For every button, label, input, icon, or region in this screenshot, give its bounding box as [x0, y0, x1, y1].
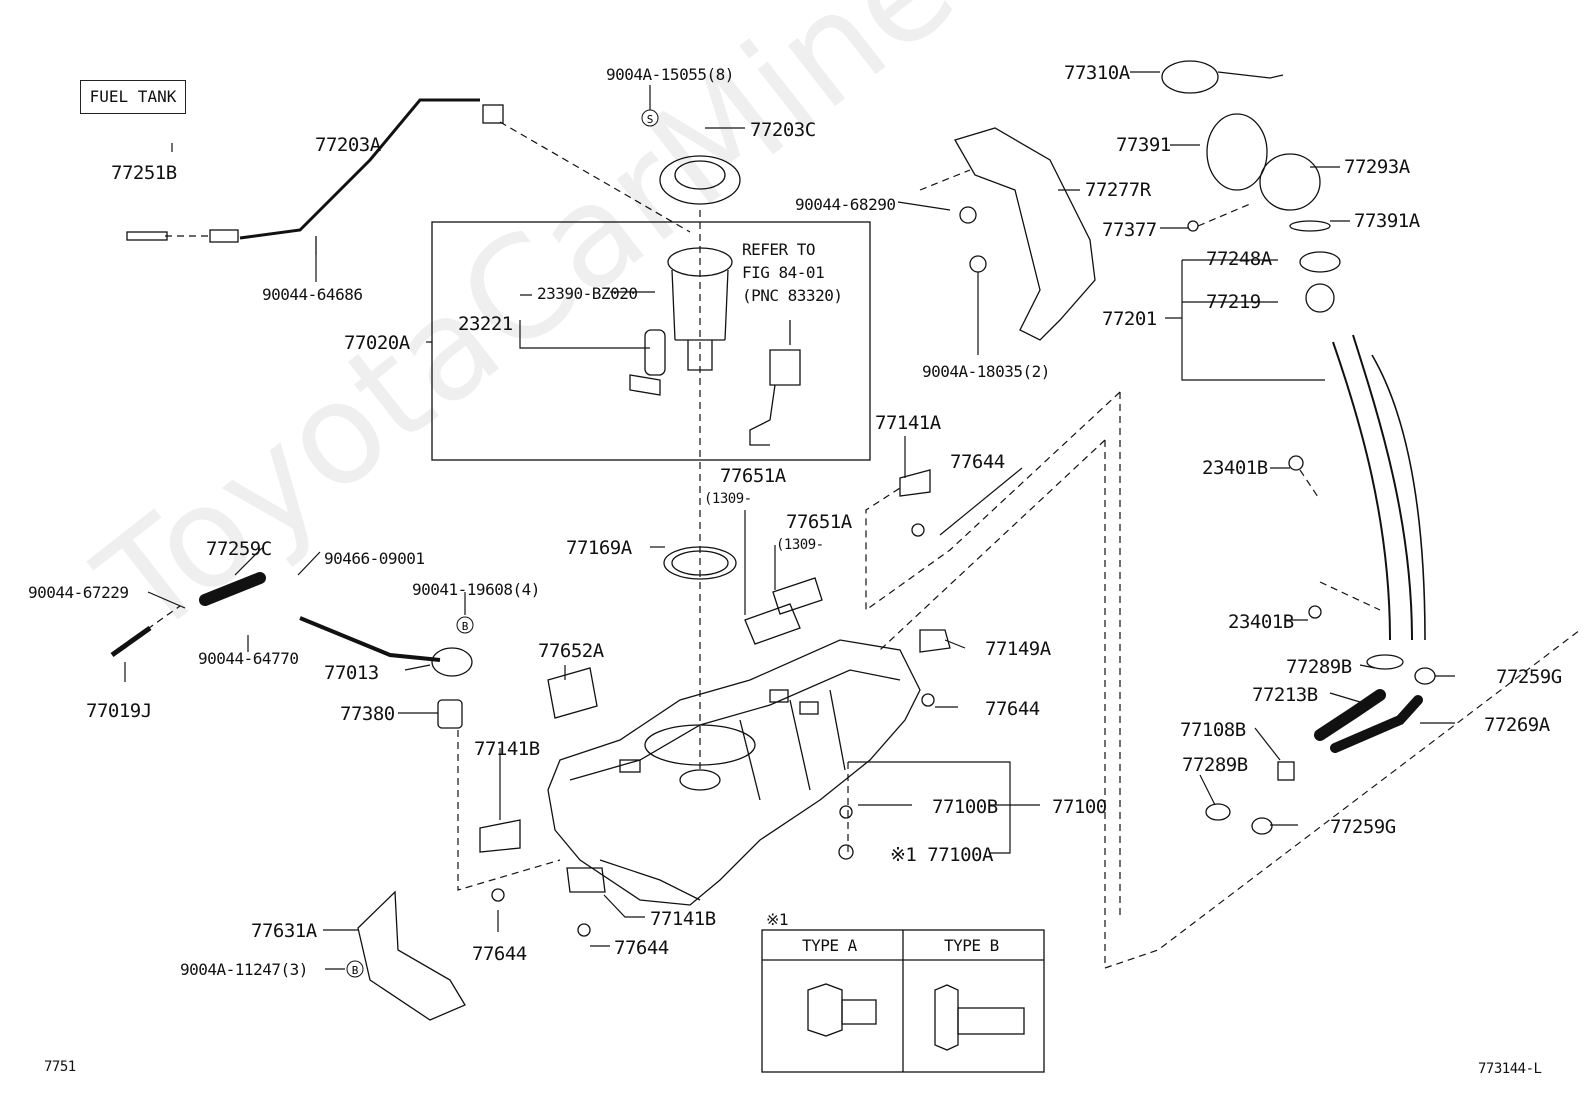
diagram-title: FUEL TANK	[80, 80, 186, 114]
part-label: 77013	[324, 662, 379, 684]
part-label: 77380	[340, 703, 395, 725]
part-label: 77651A	[720, 465, 786, 487]
part-label: 77203A	[315, 134, 381, 156]
marker-b: B	[462, 620, 469, 633]
part-label: 77644	[472, 943, 527, 965]
part-label: 77020A	[344, 332, 410, 354]
part-label: 77259G	[1330, 816, 1396, 838]
part-label: 77377	[1102, 219, 1157, 241]
part-label: 77644	[950, 451, 1005, 473]
part-label: 77019J	[86, 700, 152, 722]
part-label: 9004A-11247(3)	[180, 960, 308, 979]
refer-note-line3: (PNC 83320)	[742, 286, 843, 305]
part-label: 23390-BZ020	[537, 284, 638, 303]
part-label: 23401B	[1202, 457, 1268, 479]
part-label: 9004A-15055(8)	[606, 65, 734, 84]
refer-note-line1: REFER TO	[742, 240, 816, 259]
part-label: 77141B	[474, 738, 540, 760]
part-label: 77149A	[985, 638, 1051, 660]
marker-b: B	[352, 964, 359, 977]
part-label: 77644	[985, 698, 1040, 720]
part-label: 77289B	[1182, 754, 1248, 776]
part-label: 77652A	[538, 640, 604, 662]
legend-mark: ※1	[766, 910, 789, 929]
refer-note-line2: FIG 84-01	[742, 263, 825, 282]
part-label: 9004A-18035(2)	[922, 362, 1050, 381]
part-label: 90044-64686	[262, 285, 363, 304]
part-label: 77108B	[1180, 719, 1246, 741]
part-label: 77269A	[1484, 714, 1550, 736]
part-label: 77100B	[932, 796, 998, 818]
part-label: 77169A	[566, 537, 632, 559]
part-label: 77391A	[1354, 210, 1420, 232]
marker-s: S	[647, 113, 654, 126]
part-label: 77293A	[1344, 156, 1410, 178]
part-label: 77141A	[875, 412, 941, 434]
part-label: 90466-09001	[324, 549, 425, 568]
part-label: 77310A	[1064, 62, 1130, 84]
part-label: 77631A	[251, 920, 317, 942]
part-label: 77277R	[1085, 179, 1151, 201]
part-label: 90044-64770	[198, 649, 299, 668]
part-label: 90044-68290	[795, 195, 896, 214]
type-legend-table	[761, 929, 1045, 1073]
legend-type-b: TYPE B	[944, 936, 999, 955]
part-label: 23221	[458, 313, 513, 335]
part-label: 77141B	[650, 908, 716, 930]
pump-module-frame	[431, 221, 871, 461]
part-label: 77248A	[1206, 248, 1272, 270]
part-label: 77100	[1052, 796, 1107, 818]
part-label: 77251B	[111, 162, 177, 184]
part-label: 77259G	[1496, 666, 1562, 688]
part-label: 90044-67229	[28, 583, 129, 602]
part-label: 77391	[1116, 134, 1171, 156]
part-label: 77644	[614, 937, 669, 959]
part-label: 23401B	[1228, 611, 1294, 633]
part-label: 90041-19608(4)	[412, 580, 540, 599]
part-label: 77289B	[1286, 656, 1352, 678]
footer-code-left: 7751	[44, 1059, 76, 1075]
part-label: (1309-	[704, 491, 752, 507]
legend-type-a: TYPE A	[802, 936, 857, 955]
part-label: 77219	[1206, 291, 1261, 313]
part-label: ※1 77100A	[890, 844, 993, 866]
part-label: 77203C	[750, 119, 816, 141]
part-label: 77651A	[786, 511, 852, 533]
part-label: 77259C	[206, 538, 272, 560]
footer-code-right: 773144-L	[1478, 1061, 1542, 1077]
part-label: 77213B	[1252, 684, 1318, 706]
part-label: (1309-	[776, 537, 824, 553]
fuel-tank-body	[547, 639, 921, 906]
part-label: 77201	[1102, 308, 1157, 330]
